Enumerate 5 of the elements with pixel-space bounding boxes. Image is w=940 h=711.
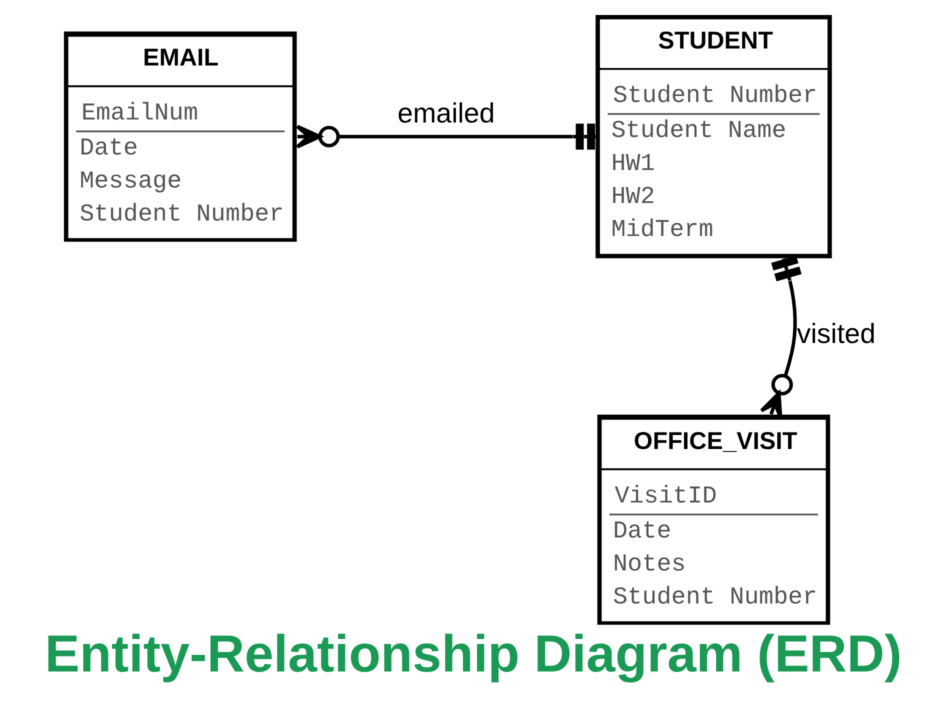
diagram-title: Entity-Relationship Diagram (ERD): [44, 626, 902, 684]
node-box: STUDENT Student Number Student Name HW1 HW2 MidTerm: [595, 14, 832, 258]
connector: [295, 124, 596, 150]
edge-label: visited: [796, 318, 876, 349]
edge-label: emailed: [397, 97, 494, 128]
